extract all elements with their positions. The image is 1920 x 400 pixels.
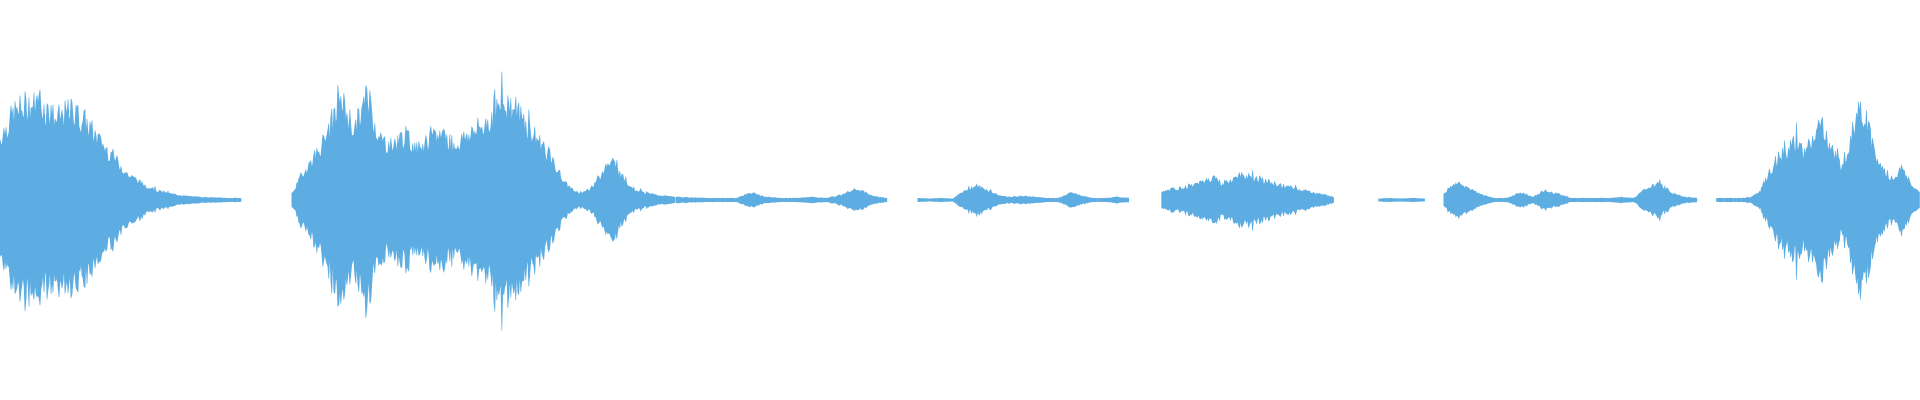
waveform-segment [291,71,581,331]
waveform-segment [1378,197,1425,203]
waveform-segment [0,89,242,312]
waveform-segment [917,183,1130,218]
waveform-segment [579,157,676,242]
waveform-segment [675,188,888,211]
waveform-segment [1443,179,1698,221]
waveform-segment [1161,170,1334,231]
waveform-segment [1716,101,1920,300]
